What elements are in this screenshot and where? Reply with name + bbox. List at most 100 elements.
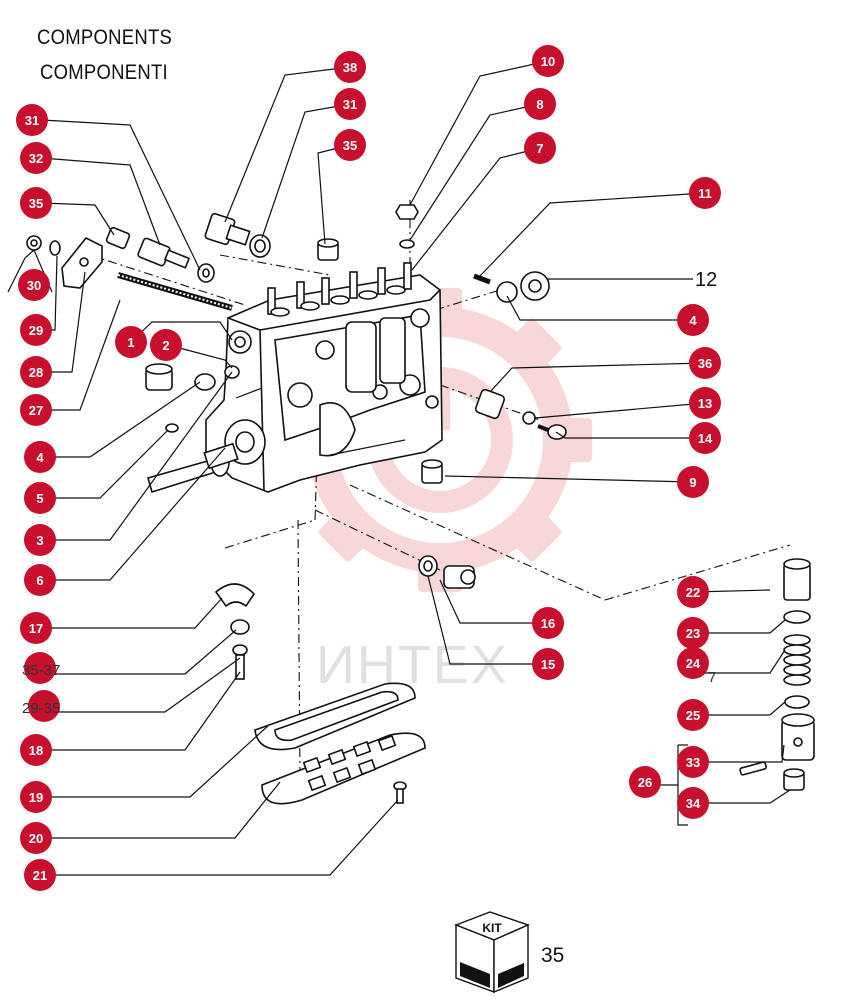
part-seat-25	[784, 695, 810, 709]
part-screw-18	[232, 644, 248, 680]
part-fitting-35	[105, 226, 131, 250]
watermark-text: ИНТЕХ	[316, 635, 509, 695]
part-cam-17	[214, 583, 256, 608]
callout-13: 13	[689, 387, 721, 419]
label-12: 12	[695, 269, 717, 291]
part-plug-16	[443, 565, 476, 589]
callout-31-top: 31	[334, 88, 366, 120]
svg-text:2: 2	[162, 338, 169, 353]
kit-label: KIT	[482, 921, 502, 935]
svg-text:4: 4	[689, 313, 697, 328]
svg-text:19: 19	[29, 790, 43, 805]
svg-text:11: 11	[698, 186, 712, 201]
callout-7: 7	[524, 132, 556, 164]
svg-text:30: 30	[27, 278, 41, 293]
callout-31: 31	[16, 104, 48, 136]
part-plug-2	[145, 363, 173, 391]
part-washer-8	[399, 239, 415, 249]
svg-text:38: 38	[343, 60, 357, 75]
part-roller-34	[783, 768, 805, 791]
callout-15: 15	[532, 648, 564, 680]
part-fitting-35b	[317, 238, 339, 261]
svg-text:4: 4	[36, 450, 44, 465]
svg-text:20: 20	[29, 831, 43, 846]
svg-text:15: 15	[541, 657, 555, 672]
part-pin-11	[473, 273, 491, 285]
callout-14: 14	[689, 422, 721, 454]
label-35-37: 35-37	[22, 662, 60, 679]
callout-18: 18	[20, 734, 52, 766]
part-gasket-19	[254, 682, 416, 751]
part-washer-31	[197, 263, 215, 283]
svg-text:9: 9	[689, 475, 696, 490]
part-cover-20	[261, 732, 426, 805]
callout-16: 16	[532, 607, 564, 639]
part-shaft-6	[147, 419, 266, 494]
callout-29-35-badge	[28, 690, 60, 722]
callout-35-37-badge	[24, 652, 56, 684]
callout-26: 26	[629, 766, 661, 798]
callout-24: 24	[677, 647, 709, 679]
callout-27: 27	[20, 394, 52, 426]
callout-34: 34	[677, 787, 709, 819]
callout-36: 36	[689, 347, 721, 379]
svg-text:18: 18	[29, 743, 43, 758]
svg-text:8: 8	[536, 97, 543, 112]
part-bushing-12	[496, 271, 550, 303]
callout-9: 9	[677, 466, 709, 498]
callout-17: 17	[20, 612, 52, 644]
part-screw-14	[537, 424, 567, 440]
title-italian: COMPONENTI	[40, 61, 168, 84]
svg-text:23: 23	[686, 626, 700, 641]
callout-35-top: 35	[334, 129, 366, 161]
svg-text:33: 33	[686, 755, 700, 770]
svg-text:36: 36	[698, 356, 712, 371]
callout-5: 5	[24, 482, 56, 514]
part-flange-28	[61, 236, 103, 289]
svg-text:13: 13	[698, 396, 712, 411]
callout-35: 35	[20, 187, 52, 219]
callout-38: 38	[334, 51, 366, 83]
part-spring-24	[783, 634, 811, 686]
svg-text:28: 28	[29, 365, 43, 380]
callout-10: 10	[532, 45, 564, 77]
svg-text:21: 21	[33, 868, 47, 883]
callout-3: 3	[24, 524, 56, 556]
part-nut-10	[395, 204, 419, 220]
svg-text:7: 7	[536, 141, 543, 156]
callout-29: 29	[20, 314, 52, 346]
svg-text:5: 5	[36, 491, 43, 506]
svg-text:29: 29	[29, 323, 43, 338]
callout-23: 23	[677, 617, 709, 649]
part-bolt-38	[204, 212, 251, 246]
svg-text:3: 3	[36, 533, 43, 548]
part-union-32	[137, 237, 191, 269]
svg-text:34: 34	[686, 796, 701, 811]
kit-number: 35	[541, 944, 564, 967]
label-29-35: 29-35	[22, 700, 60, 717]
callout-2: 2	[150, 329, 182, 361]
part-sleeve-36	[474, 388, 506, 420]
part-seat-23	[783, 610, 811, 624]
svg-text:31: 31	[343, 97, 357, 112]
svg-text:35: 35	[343, 138, 357, 153]
callout-22: 22	[677, 576, 709, 608]
svg-text:32: 32	[29, 151, 43, 166]
callout-32: 32	[20, 142, 52, 174]
part-tappet-22	[783, 558, 811, 601]
svg-text:17: 17	[29, 621, 43, 636]
svg-text:10: 10	[541, 54, 555, 69]
part-washer-15	[418, 555, 438, 577]
callout-21: 21	[24, 859, 56, 891]
callout-1: 1	[115, 326, 147, 358]
part-washer-29	[49, 240, 61, 256]
label-stray-7: 7	[708, 669, 716, 686]
svg-text:35: 35	[29, 196, 43, 211]
callout-4: 4	[24, 441, 56, 473]
svg-text:22: 22	[686, 585, 700, 600]
svg-text:27: 27	[29, 403, 43, 418]
callout-33: 33	[677, 746, 709, 778]
svg-text:24: 24	[686, 656, 701, 671]
